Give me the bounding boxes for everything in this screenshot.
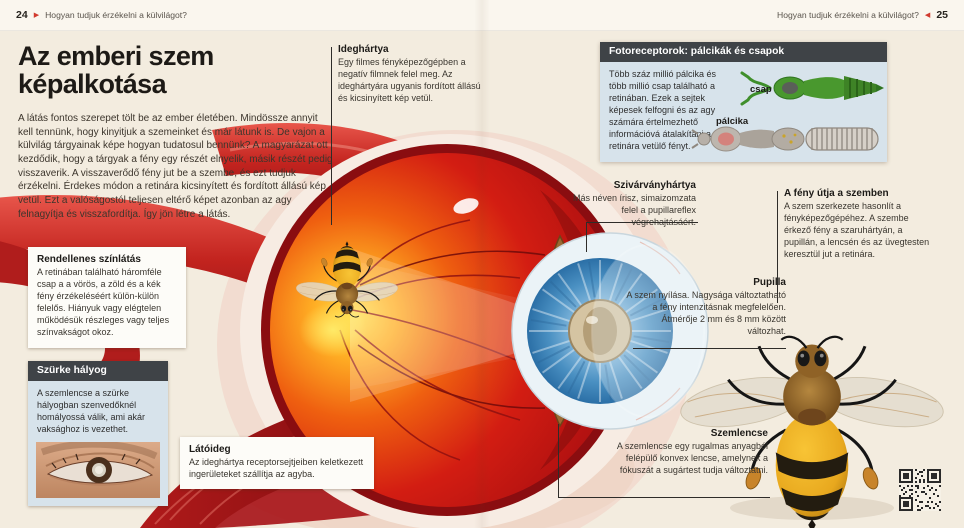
leader-line-szemlencse-drop bbox=[558, 424, 559, 498]
intro-paragraph: A látás fontos szerepet tölt be az ember… bbox=[18, 113, 333, 220]
callout-body: A szem nyílása. Nagysága változtatható a… bbox=[626, 290, 786, 336]
retina-vessels bbox=[339, 219, 546, 461]
leader-line-szivarvanyhartya bbox=[586, 222, 698, 223]
card-latoideg: Látóideg Az ideghártya receptorsejtjeibe… bbox=[180, 437, 374, 489]
page-number-right: 25 bbox=[936, 9, 948, 21]
callout-pupilla: Pupilla A szem nyílása. Nagysága változt… bbox=[626, 277, 786, 338]
card-header: Szürke hályog bbox=[28, 361, 168, 381]
card-body: A retinában található háromféle csap a a… bbox=[37, 267, 170, 337]
fotoreceptor-box-header: Fotoreceptorok: pálcikák és csapok bbox=[600, 42, 887, 62]
callout-feny-utja: A fény útja a szemben A szem szerkezete … bbox=[784, 188, 938, 261]
arrow-left-icon: ◀ bbox=[924, 11, 931, 19]
cone-cell-art bbox=[740, 71, 884, 106]
callout-title: A fény útja a szemben bbox=[784, 188, 889, 199]
callout-title: Ideghártya bbox=[338, 44, 389, 55]
header-right: Hogyan tudjuk érzékelni a külvilágot? ◀ … bbox=[777, 9, 948, 21]
leader-line-szivarvanyhartya-drop bbox=[586, 222, 587, 252]
rod-label: pálcika bbox=[716, 116, 749, 127]
leader-line-szemlencse bbox=[558, 497, 770, 498]
leader-line-pupilla bbox=[633, 348, 786, 349]
card-body: Az ideghártya receptorsejtjeiben keletke… bbox=[189, 457, 364, 479]
inverted-retina-image-bee bbox=[294, 240, 400, 318]
callout-szemlencse: Szemlencse A szemlencse egy rugalmas any… bbox=[598, 428, 768, 477]
page-number-left: 24 bbox=[16, 9, 28, 21]
arrow-right-icon: ▶ bbox=[33, 11, 40, 19]
header-left: 24 ▶ Hogyan tudjuk érzékelni a külvilágo… bbox=[16, 9, 187, 21]
callout-body: A szemlencse egy rugalmas anyagból felép… bbox=[616, 441, 768, 475]
callout-body: Egy filmes fényképezőgépben a negatív fi… bbox=[338, 57, 481, 103]
leader-line-feny-utja bbox=[777, 191, 778, 303]
photoreceptor-cells-art bbox=[691, 71, 884, 152]
card-szurke-halyog: Szürke hályog A szemlencse a szürke hály… bbox=[28, 361, 168, 506]
cataract-eye-photo bbox=[36, 441, 160, 498]
fotoreceptor-box-body: Több száz millió pálcika és több millió … bbox=[600, 62, 887, 162]
page-header: 24 ▶ Hogyan tudjuk érzékelni a külvilágo… bbox=[0, 0, 964, 31]
chapter-title-left: Hogyan tudjuk érzékelni a külvilágot? bbox=[45, 10, 187, 20]
lens bbox=[568, 299, 632, 363]
leader-line-ideghartya bbox=[331, 47, 332, 225]
page-title: Az emberi szem képalkotása bbox=[18, 41, 214, 100]
qr-code bbox=[899, 469, 941, 511]
callout-title: Pupilla bbox=[753, 277, 786, 288]
card-title: Látóideg bbox=[189, 444, 231, 455]
chapter-title-right: Hogyan tudjuk érzékelni a külvilágot? bbox=[777, 10, 919, 20]
callout-title: Szivárványhártya bbox=[613, 180, 696, 191]
card-body: A szemlencse a szürke hályogban szenvedő… bbox=[37, 388, 146, 434]
callout-ideghartya: Ideghártya Egy filmes fényképezőgépben a… bbox=[338, 44, 490, 105]
card-title: Rendellenes színlátás bbox=[37, 254, 141, 265]
cone-label: csap bbox=[750, 84, 772, 95]
rod-cell-art bbox=[691, 126, 879, 152]
fotoreceptor-box: Fotoreceptorok: pálcikák és csapok Több … bbox=[600, 42, 887, 162]
callout-body: A szem szerkezete hasonlít a fényképezőg… bbox=[784, 201, 930, 259]
callout-title: Szemlencse bbox=[710, 428, 768, 439]
callout-body: Más néven írisz, simaizomzata felel a pu… bbox=[572, 193, 696, 227]
card-rendellenes-szinlatas: Rendellenes színlátás A retinában találh… bbox=[28, 247, 186, 348]
